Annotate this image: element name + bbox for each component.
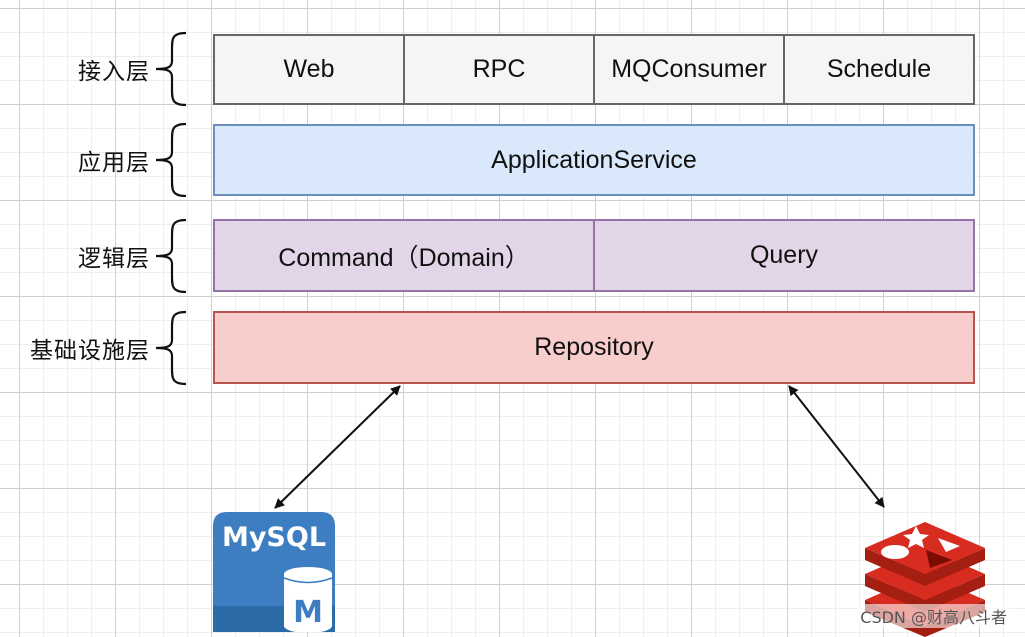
- brace-icon: [155, 218, 187, 294]
- command-domain-cell: Command（Domain）: [278, 243, 530, 272]
- layer-label-application: 应用层: [78, 150, 150, 176]
- brace-icon: [155, 31, 187, 107]
- web-cell: Web: [283, 55, 335, 83]
- schedule-cell: Schedule: [783, 36, 973, 103]
- mysql-badge-letter: M: [293, 595, 323, 630]
- application-service-cell: ApplicationService: [491, 145, 697, 174]
- repository-redis-arrow: [788, 385, 885, 508]
- layer-label-logic: 逻辑层: [78, 246, 150, 272]
- brace-icon: [155, 122, 187, 198]
- repository-cell: Repository: [534, 333, 654, 361]
- rpc-cell: RPC: [403, 36, 593, 103]
- access-layer-box: Web RPC MQConsumer Schedule: [213, 34, 975, 105]
- logic-layer-box: Command（Domain） Query: [213, 219, 975, 292]
- mqconsumer-cell: MQConsumer: [593, 36, 783, 103]
- mysql-logo-text: MySQL: [222, 522, 326, 553]
- application-layer-box: ApplicationService: [213, 124, 975, 196]
- infrastructure-layer-box: Repository: [213, 311, 975, 384]
- repository-mysql-arrow: [274, 385, 401, 509]
- layer-label-infrastructure: 基础设施层: [30, 338, 150, 364]
- mysql-database-icon: MySQL M: [213, 512, 335, 632]
- query-cell: Query: [593, 221, 973, 290]
- brace-icon: [155, 310, 187, 386]
- layer-label-access: 接入层: [78, 59, 150, 85]
- watermark: CSDN @财高八斗者: [858, 604, 1009, 628]
